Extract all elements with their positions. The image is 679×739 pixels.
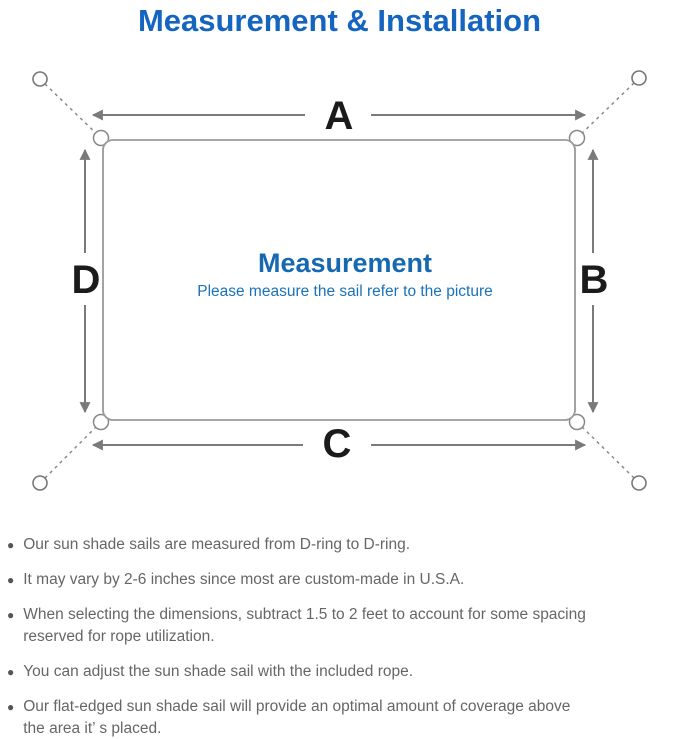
list-item: ● Our sun shade sails are measured from …	[7, 534, 673, 556]
dimension-label-c: C	[323, 422, 352, 466]
rope-line-top-right	[576, 82, 635, 139]
list-item: ● It may vary by 2-6 inches since most a…	[7, 569, 673, 591]
d-ring-top-right-icon	[568, 129, 586, 147]
page-title: Measurement & Installation	[137, 3, 542, 38]
diagram-heading: Measurement	[258, 248, 432, 278]
rope-line-top-left	[44, 83, 102, 139]
anchor-point-top-right-icon	[631, 70, 647, 86]
rope-line-bottom-left	[44, 421, 102, 479]
list-item-text: It may vary by 2-6 inches since most are…	[23, 571, 465, 588]
d-ring-bottom-right-icon	[568, 413, 586, 431]
bullet-icon: ●	[7, 608, 15, 622]
instruction-list: ● Our sun shade sails are measured from …	[0, 520, 679, 739]
dimension-label-b: B	[580, 258, 609, 302]
sail-outline	[102, 139, 576, 421]
anchor-point-top-left-icon	[32, 71, 48, 87]
list-item-text: When selecting the dimensions, subtract …	[23, 606, 586, 645]
dimension-label-a: A	[325, 94, 354, 138]
list-item: ● You can adjust the sun shade sail with…	[7, 661, 673, 683]
list-item-text: Our sun shade sails are measured from D-…	[23, 536, 411, 553]
anchor-point-bottom-right-icon	[631, 475, 647, 491]
d-ring-top-left-icon	[92, 129, 110, 147]
diagram-subheading: Please measure the sail refer to the pic…	[197, 283, 493, 300]
measurement-diagram: A C D B Measurement Please measure the s…	[32, 70, 647, 491]
bullet-icon: ●	[7, 573, 15, 587]
list-item-text: You can adjust the sun shade sail with t…	[23, 663, 414, 680]
bullet-icon: ●	[7, 538, 15, 552]
list-item-text: Our flat-edged sun shade sail will provi…	[23, 698, 571, 737]
rope-line-bottom-right	[576, 421, 635, 479]
anchor-point-bottom-left-icon	[32, 475, 48, 491]
list-item: ● When selecting the dimensions, subtrac…	[7, 604, 673, 648]
d-ring-bottom-left-icon	[92, 413, 110, 431]
list-item: ● Our flat-edged sun shade sail will pro…	[7, 696, 673, 739]
bullet-icon: ●	[7, 700, 15, 714]
dimension-label-d: D	[72, 258, 101, 302]
bullet-icon: ●	[7, 665, 15, 679]
